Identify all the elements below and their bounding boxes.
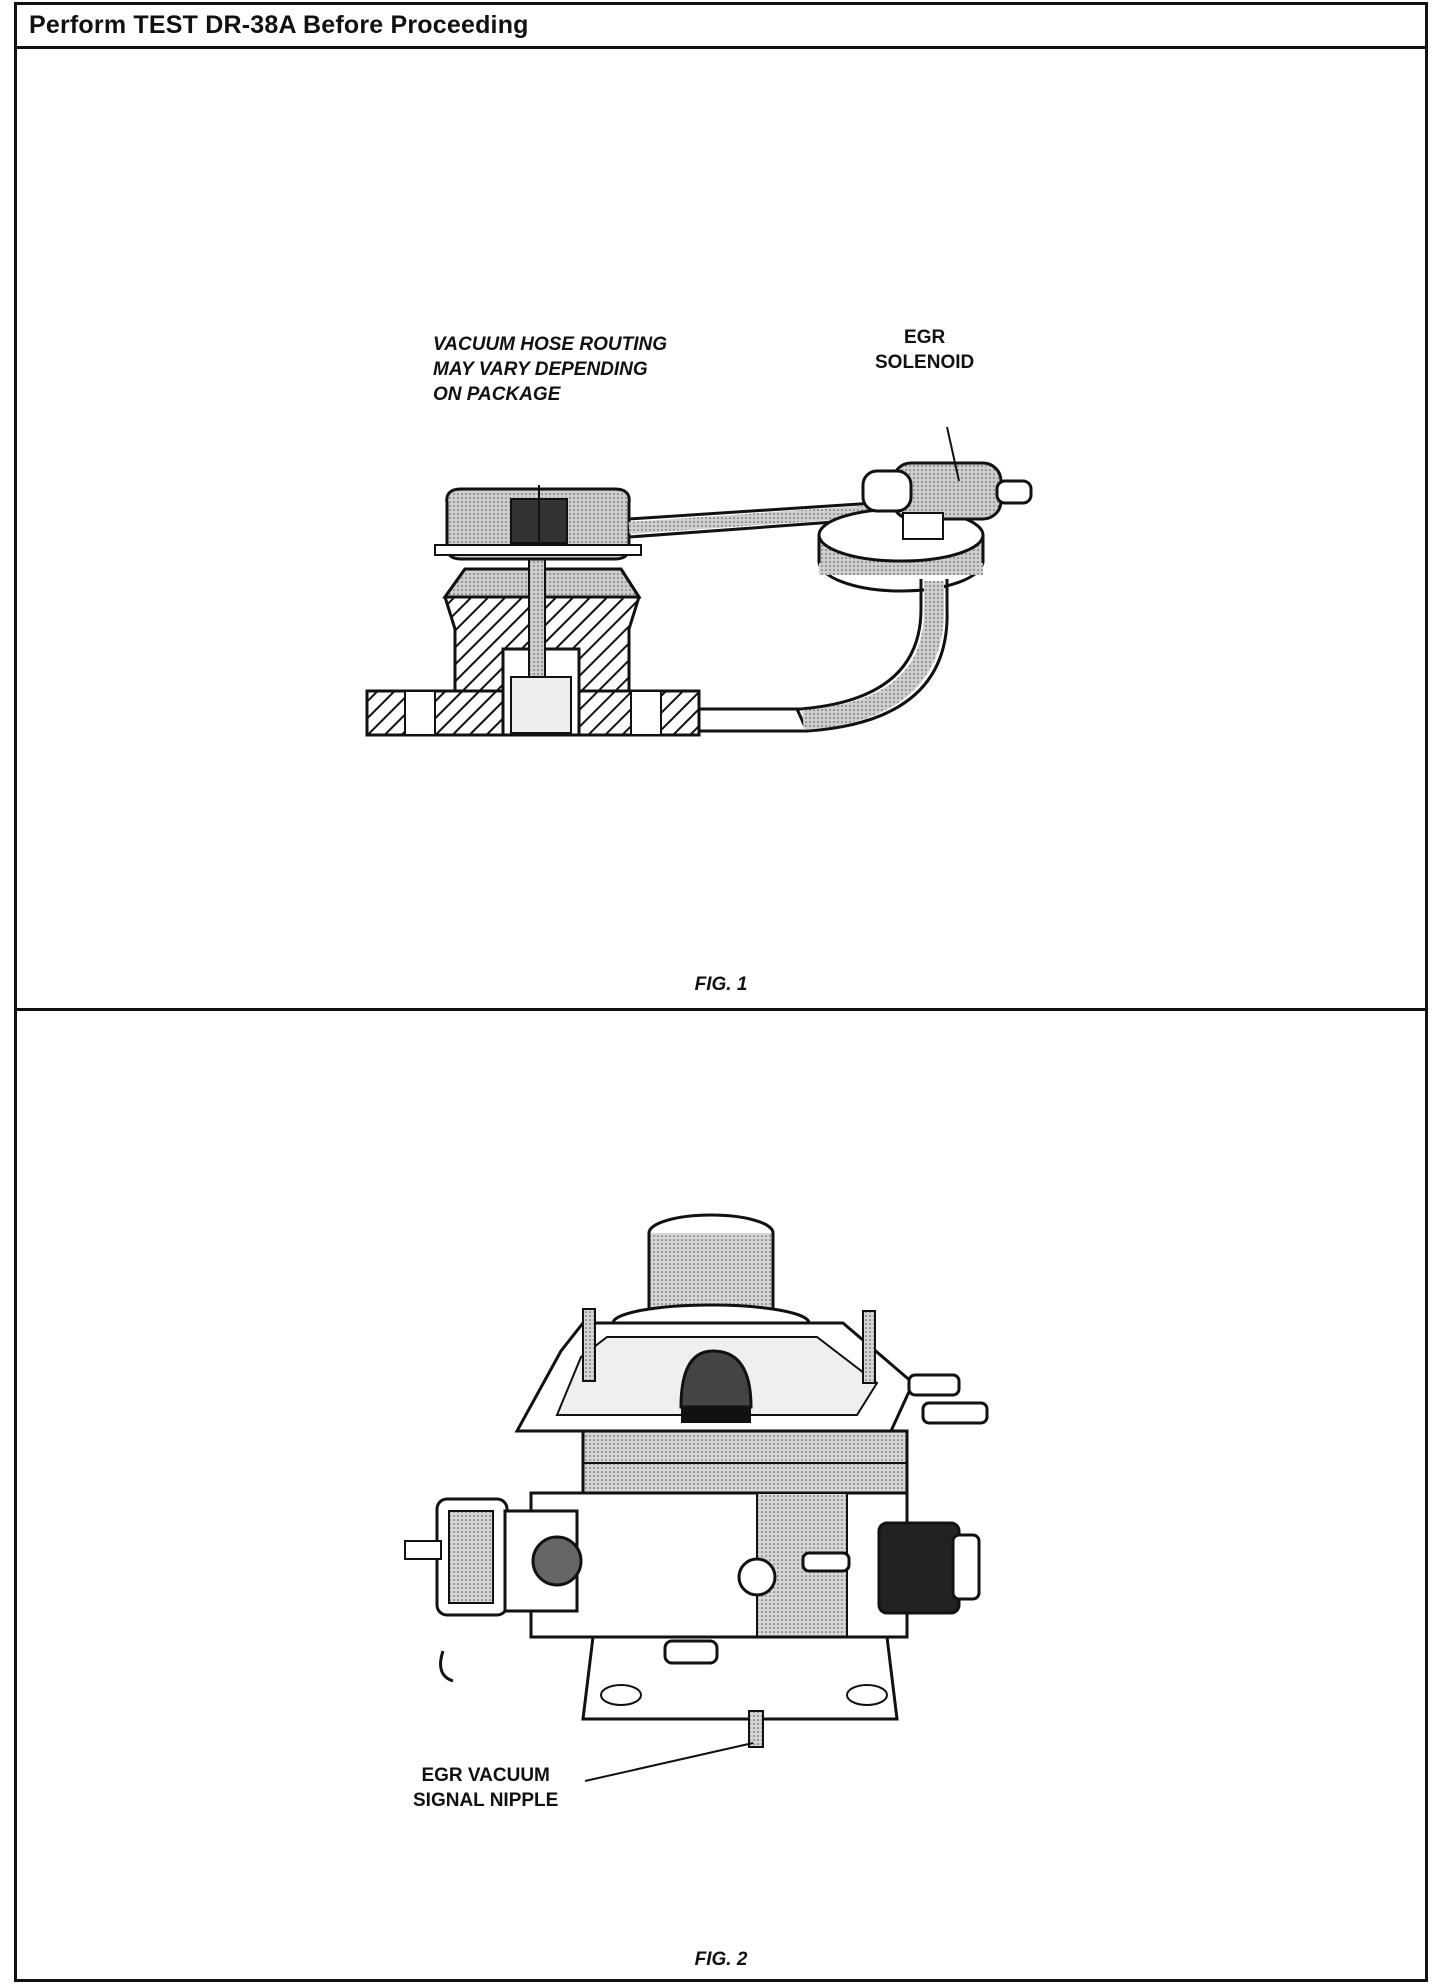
note-line-3: ON PACKAGE <box>433 384 561 405</box>
figure-2-panel: EGR VACUUM SIGNAL NIPPLE FIG. 2 <box>17 1011 1425 1979</box>
egr-valve-solenoid-illustration <box>365 426 1033 737</box>
egr-vacuum-nipple-label: EGR VACUUM SIGNAL NIPPLE <box>413 1763 558 1813</box>
vacuum-hose-note: VACUUM HOSE ROUTING MAY VARY DEPENDING O… <box>433 332 667 407</box>
figure-1-panel: VACUUM HOSE ROUTING MAY VARY DEPENDING O… <box>17 49 1425 1011</box>
note-line-2: MAY VARY DEPENDING <box>433 359 648 380</box>
page-header: Perform TEST DR-38A Before Proceeding <box>17 5 1425 49</box>
solenoid-label-line-1: EGR <box>904 327 946 348</box>
solenoid-label-line-2: SOLENOID <box>875 352 975 373</box>
note-line-1: VACUUM HOSE ROUTING <box>433 334 667 355</box>
nipple-label-line-2: SIGNAL NIPPLE <box>413 1790 559 1811</box>
throttle-body-illustration <box>404 1213 989 1782</box>
figure-2-caption: FIG. 2 <box>694 1949 748 1970</box>
header-title: Perform TEST DR-38A Before Proceeding <box>29 11 529 39</box>
egr-solenoid-label: EGR SOLENOID <box>875 325 974 375</box>
document-page: Perform TEST DR-38A Before Proceeding <box>14 2 1428 1982</box>
figure-1-caption: FIG. 1 <box>694 974 748 995</box>
nipple-label-line-1: EGR VACUUM <box>421 1765 550 1786</box>
